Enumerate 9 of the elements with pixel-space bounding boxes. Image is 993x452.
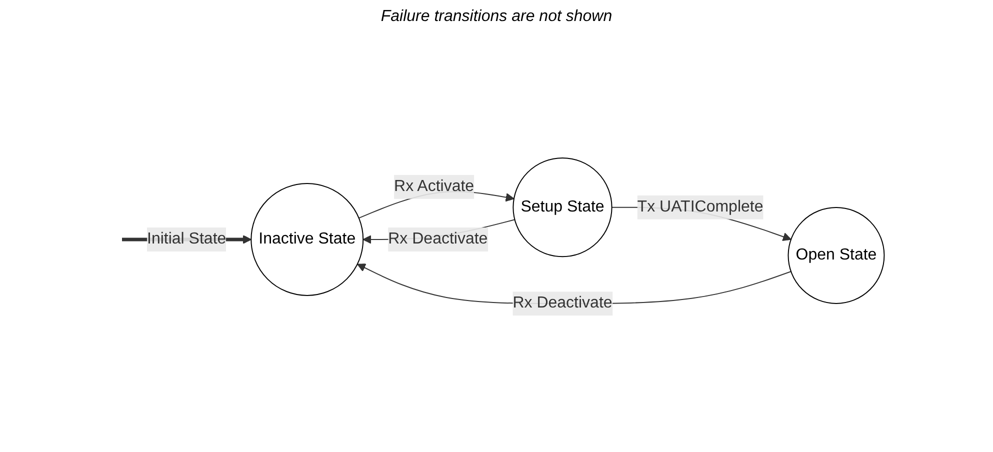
- node-circle: Open State: [788, 207, 886, 304]
- node-circle: Inactive State: [251, 183, 364, 296]
- edge-label: Rx Activate: [394, 178, 474, 196]
- edge-label: Rx Deactivate: [513, 294, 613, 312]
- node-circle: Setup State: [513, 158, 613, 258]
- edge-label: Tx UATIComplete: [638, 198, 764, 216]
- edge-label: Rx Deactivate: [388, 230, 488, 248]
- note-text: Failure transitions are not shown: [380, 8, 612, 25]
- edge-label: Initial State: [147, 230, 227, 248]
